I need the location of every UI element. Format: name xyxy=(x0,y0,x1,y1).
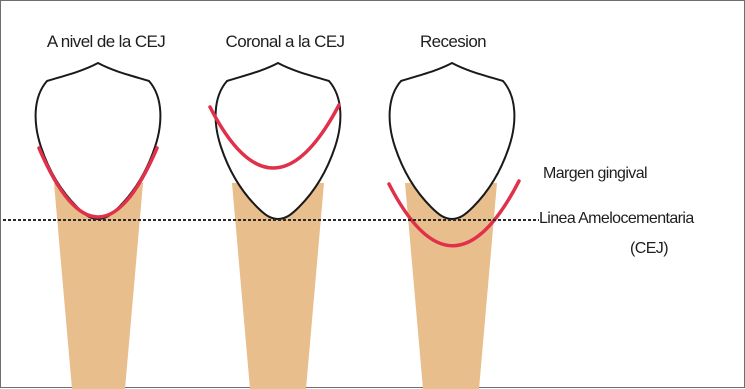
tooth-recession xyxy=(389,63,519,389)
tooth-coronal-to-cej xyxy=(210,63,340,389)
panel-title-at-cej: A nivel de la CEJ xyxy=(47,33,165,50)
cej-abbrev-label: (CEJ) xyxy=(630,241,668,257)
gingival-margin-label: Margen gingival xyxy=(543,166,647,182)
panel-title-recession: Recesion xyxy=(420,33,486,50)
cej-line-label: Linea Amelocementaria xyxy=(539,211,694,227)
tooth-at-cej xyxy=(36,63,161,389)
panel-title-coronal: Coronal a la CEJ xyxy=(226,33,345,50)
